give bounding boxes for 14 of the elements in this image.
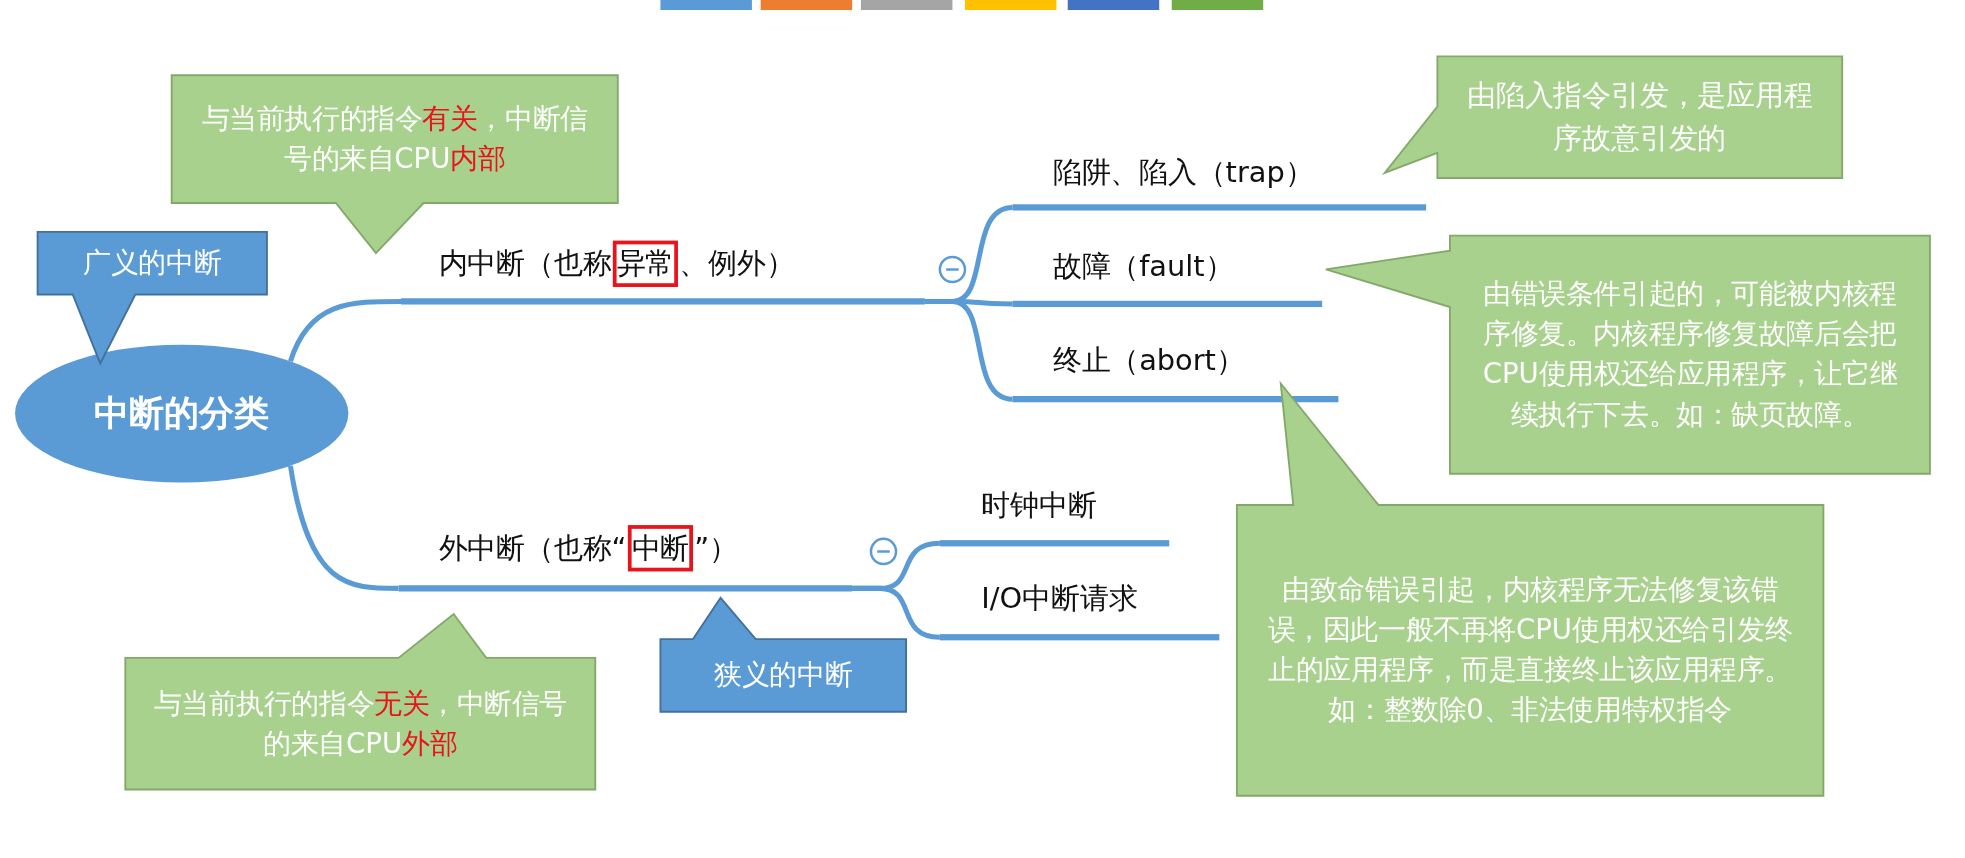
- callout-box: 与当前执行的指令无关，中断信号的来自CPU外部: [125, 614, 596, 790]
- callout-box: 广义的中断: [37, 231, 267, 364]
- branch-line: [288, 298, 402, 363]
- topic-label: I/O中断请求: [939, 578, 1220, 641]
- callout-box: 由陷入指令引发，是应用程序故意引发的: [1384, 56, 1843, 178]
- branch-line: [852, 585, 941, 640]
- topic-label: 内中断（也称异常、例外）: [401, 244, 925, 305]
- topic-ellipse: 中断的分类: [15, 344, 349, 483]
- topic-label: 外中断（也称“中断”）: [398, 528, 853, 592]
- topic-label: 故障（fault）: [1012, 246, 1323, 308]
- topic-label: 时钟中断: [939, 486, 1170, 547]
- callout-box: 由错误条件引起的，可能被内核程序修复。内核程序修复故障后会把 CPU使用权还给应用程序，让它继续执行下去。如：缺页故障。: [1325, 235, 1930, 474]
- callout-box: 狭义的中断: [660, 597, 907, 712]
- branch-line: [288, 465, 399, 591]
